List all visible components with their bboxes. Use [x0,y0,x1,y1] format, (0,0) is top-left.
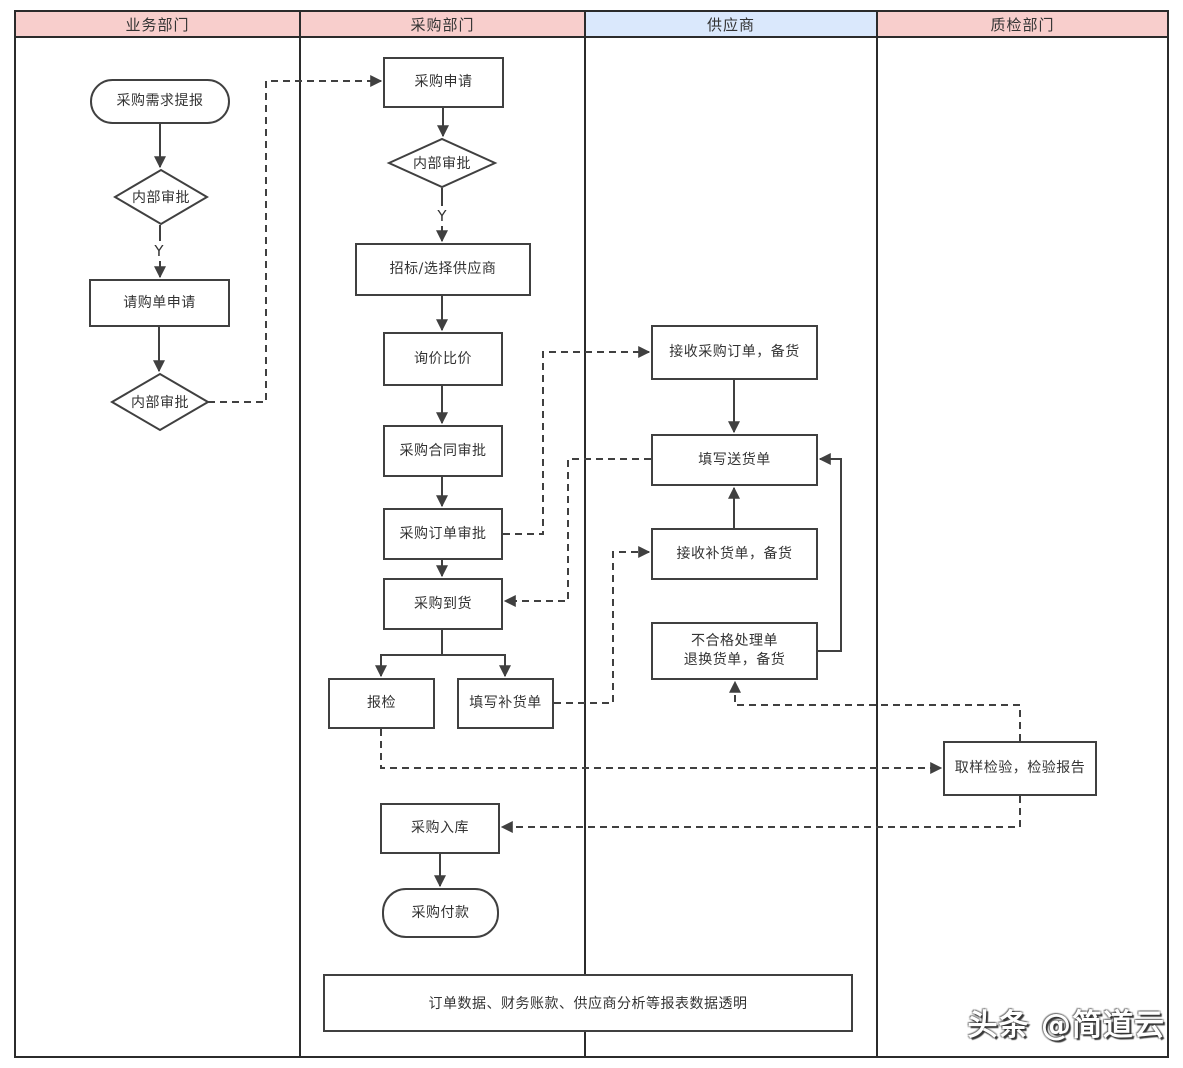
lane-header-business: 业务部门 [14,10,301,38]
node-inquiry-compare: 询价比价 [383,332,503,386]
diamond-internal-approval-1 [113,168,209,226]
data-transparency-banner: 订单数据、财务账款、供应商分析等报表数据透明 [323,974,853,1032]
node-purchase-request: 请购单申请 [89,279,230,327]
edge-inspection-to-sampling [380,729,943,774]
lane-header-purchasing: 采购部门 [299,10,586,38]
toutiao-watermark: 头条 @简道云 [967,1008,1165,1043]
edge-label-yes-1: Y [149,241,169,261]
edge-sampling-to-reject [729,680,1021,741]
edge-label-yes-2: Y [432,206,452,226]
node-internal-approval-3-label: 内部审批 [413,156,471,172]
node-contract-approval: 采购合同审批 [383,425,503,477]
edge-arrival-to-inspection [375,630,443,678]
node-demand-report: 采购需求提报 [90,79,230,124]
lane-header-quality: 质检部门 [876,10,1169,38]
edge-arrival-to-replenish [442,654,511,678]
node-report-inspection: 报检 [328,678,435,729]
node-warehouse-in: 采购入库 [380,803,500,854]
node-fill-delivery: 填写送货单 [651,434,818,486]
lane-divider-1 [299,10,301,1058]
node-internal-approval-1-label: 内部审批 [132,190,190,206]
node-purchase-payment: 采购付款 [382,888,499,938]
node-reject-handle-line1: 不合格处理单 [691,633,778,650]
diamond-internal-approval-2 [110,372,210,432]
node-internal-approval-2-label: 内部审批 [131,395,189,411]
node-receive-order: 接收采购订单，备货 [651,325,818,380]
diamond-internal-approval-3 [386,137,498,189]
edge-approval2-to-apply [208,75,383,403]
node-sample-inspect: 取样检验，检验报告 [943,741,1097,796]
lane-divider-2 [584,10,586,1058]
node-receive-replenish: 接收补货单，备货 [651,528,818,580]
node-tender-select: 招标/选择供应商 [355,243,531,296]
node-fill-replenish: 填写补货单 [457,678,554,729]
node-reject-handle-line2: 退换货单，备货 [683,652,786,668]
node-reject-handle: 不合格处理单 退换货单，备货 [651,622,818,680]
node-purchase-apply: 采购申请 [383,57,504,108]
lane-divider-3 [876,10,878,1058]
edge-reject-to-delivery [818,453,842,652]
edge-orderapproval-to-receiveorder [503,346,651,535]
node-order-approval: 采购订单审批 [383,508,503,560]
lane-header-supplier: 供应商 [584,10,878,38]
edge-fillreplenish-to-receivereplenish [554,546,651,704]
edge-delivery-to-arrival [503,458,651,607]
edge-sampling-to-warehouse [500,796,1021,833]
node-goods-arrival: 采购到货 [383,578,503,630]
